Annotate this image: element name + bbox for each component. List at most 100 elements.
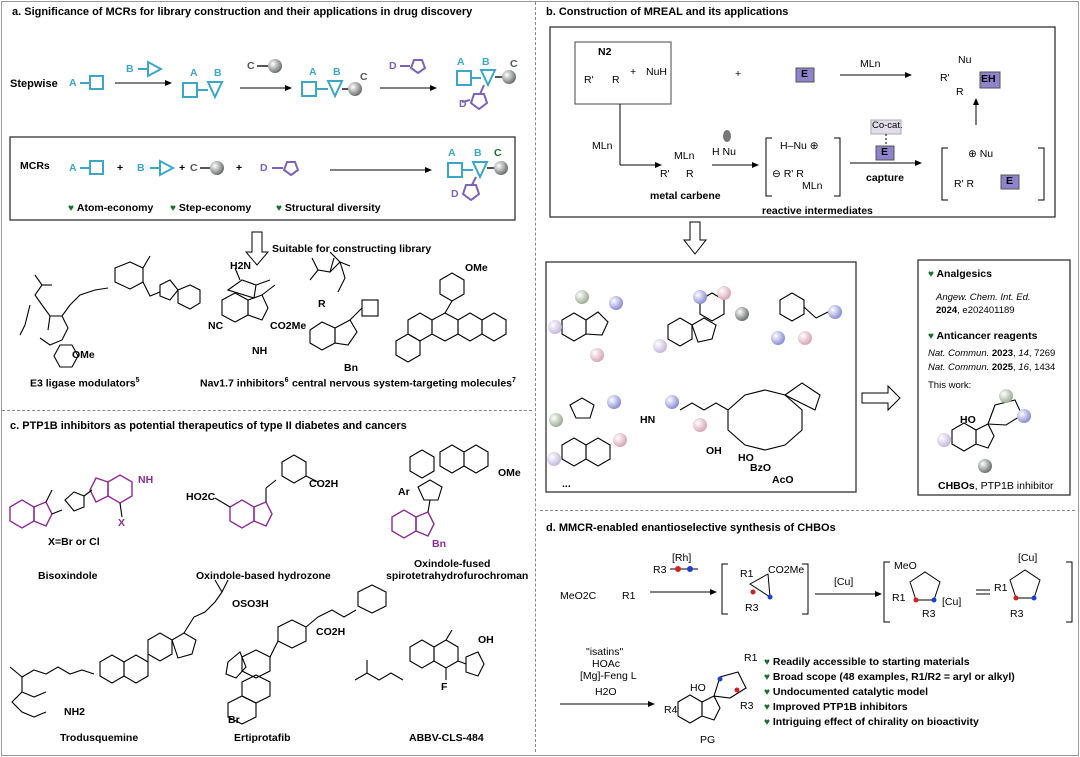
d-co2me: CO2Me	[768, 564, 805, 576]
d-reagent-1: "isatins"	[586, 646, 624, 658]
molecule-label-cns: central nervous system-targeting molecul…	[292, 377, 516, 390]
letter-d: D	[389, 60, 397, 72]
mcr-letter-a: A	[69, 162, 77, 174]
b-plus2: +	[735, 68, 742, 80]
heart-icon: ♥	[764, 672, 770, 683]
mcr-plus-2: +	[179, 162, 186, 174]
d-r1-int1: R1	[892, 592, 906, 604]
panel-b-title: b. Construction of MREAL and its applica…	[546, 6, 789, 18]
panel-a-title: a. Significance of MCRs for library cons…	[12, 6, 473, 18]
b-eh: EH	[981, 73, 996, 85]
d-r3-int1: R3	[922, 608, 936, 620]
b-n2: N2	[598, 46, 612, 58]
b-rprime1: R'	[584, 74, 594, 86]
b-e2: E	[881, 146, 889, 158]
c-spiro-line1: Oxindole-fused	[414, 558, 491, 570]
panel-d: d. MMCR-enabled enantioselective synthes…	[540, 512, 1080, 757]
b-r-carb: R	[686, 168, 694, 180]
b-e1: E	[801, 68, 809, 80]
mcr-plus-1: +	[117, 162, 124, 174]
d-meo-1: MeO	[894, 560, 917, 572]
mcr-product-c: C	[494, 147, 502, 159]
b-app-journal1: Angew. Chem. Int. Ed.	[936, 292, 1031, 303]
b-lib-oh: OH	[706, 445, 722, 457]
b-app-analgesics: ♥ Analgesics	[928, 268, 992, 280]
letter-a2: A	[190, 67, 198, 79]
mcr-product-a: A	[448, 147, 456, 159]
d-r3-int2: R3	[1010, 608, 1024, 620]
panel-d-title: d. MMCR-enabled enantioselective synthes…	[546, 522, 836, 534]
mol-label-nh2: H2N	[230, 260, 252, 272]
d-cu: [Cu]	[834, 576, 854, 588]
panel-a-graphics	[9, 59, 516, 368]
c-ar: Ar	[398, 486, 410, 498]
b-plus1: +	[630, 66, 637, 78]
b-lib-ho: HO	[738, 452, 754, 464]
advantage-1: ♥ Atom-economy	[68, 202, 154, 214]
feature-item: ♥ Undocumented catalytic model	[764, 686, 929, 698]
c-br: Br	[228, 714, 240, 726]
b-int-mln: MLn	[802, 180, 823, 192]
c-oh: OH	[478, 634, 494, 646]
d-reagent-3: [Mg]-Feng L	[580, 670, 637, 682]
heart-icon: ♥	[764, 687, 770, 698]
b-int2-nu: ⊕ Nu	[968, 148, 994, 160]
b-chbo-ho: HO	[960, 414, 976, 426]
d-r3-reagent: R3	[653, 564, 667, 576]
panel-d-graphics	[560, 561, 1073, 724]
mol-label-bn: Bn	[344, 362, 358, 374]
mol-label-nc: NC	[208, 320, 224, 332]
molecule-label-e3: E3 ligase modulators5	[30, 377, 140, 390]
d-feature-list: ♥ Readily accessible to starting materia…	[764, 656, 1015, 731]
d-reagent-4: H2O	[595, 686, 617, 698]
feature-item: ♥ Readily accessible to starting materia…	[764, 656, 970, 668]
d-r3-prod: R3	[740, 700, 754, 712]
b-e3: E	[1006, 175, 1014, 187]
heart-icon: ♥	[764, 717, 770, 728]
b-rprime-carb: R'	[660, 168, 670, 180]
b-lib-hn: HN	[640, 414, 656, 426]
d-r1-left: R1	[622, 590, 636, 602]
b-mln-top: MLn	[860, 58, 881, 70]
b-metal-carbene: metal carbene	[650, 190, 721, 202]
b-lib-bzo: BzO	[750, 462, 771, 474]
b-r1: R	[612, 74, 620, 86]
advantage-2: ♥ Step-economy	[170, 202, 252, 214]
c-ho2c: HO2C	[186, 491, 216, 503]
c-ertiprotafib: Ertiprotafib	[234, 732, 291, 744]
letter-c: C	[247, 60, 255, 72]
b-mln-carbene: MLn	[674, 150, 695, 162]
b-app-ref1: 2024, e202401189	[936, 305, 1015, 316]
d-rh: [Rh]	[672, 552, 692, 564]
mcr-letter-b: B	[137, 162, 145, 174]
b-int-nu: H‒Nu ⊕	[780, 140, 819, 152]
c-ome: OMe	[498, 467, 521, 479]
letter-b3: B	[333, 66, 341, 78]
heart-icon: ♥	[928, 269, 934, 280]
letter-d4: D	[459, 98, 467, 110]
feature-item: ♥ Broad scope (48 examples, R1/R2 = aryl…	[764, 671, 1015, 683]
c-xnote: X=Br or Cl	[48, 536, 100, 548]
c-nh2: NH2	[64, 706, 86, 718]
b-app-anticancer: ♥ Anticancer reagents	[928, 330, 1038, 342]
c-co2h2: CO2H	[316, 626, 346, 638]
suitable-label: Suitable for constructing library	[272, 243, 432, 255]
heart-icon: ♥	[928, 331, 934, 342]
mol-label-ome: OMe	[465, 262, 488, 274]
c-hydrazone: Oxindole-based hydrozone	[196, 570, 331, 582]
mcr-letter-c: C	[190, 162, 198, 174]
molecule-label-nav: Nav1.7 inhibitors6	[200, 377, 289, 390]
divider-a-c	[2, 410, 532, 411]
d-r1-cp: R1	[740, 568, 754, 580]
b-mln-left: MLn	[592, 140, 613, 152]
mcr-product-b: B	[474, 147, 482, 159]
d-cu-int1: [Cu]	[942, 596, 962, 608]
d-pg: PG	[700, 734, 716, 746]
heart-icon: ♥	[68, 203, 74, 214]
b-cocat: Co-cat.	[872, 120, 903, 131]
b-capture: capture	[866, 172, 904, 184]
letter-b4: B	[482, 56, 490, 68]
b-app-ref2: Nat. Commun. 2023, 14, 7269	[928, 348, 1056, 359]
vertical-divider	[535, 2, 536, 752]
